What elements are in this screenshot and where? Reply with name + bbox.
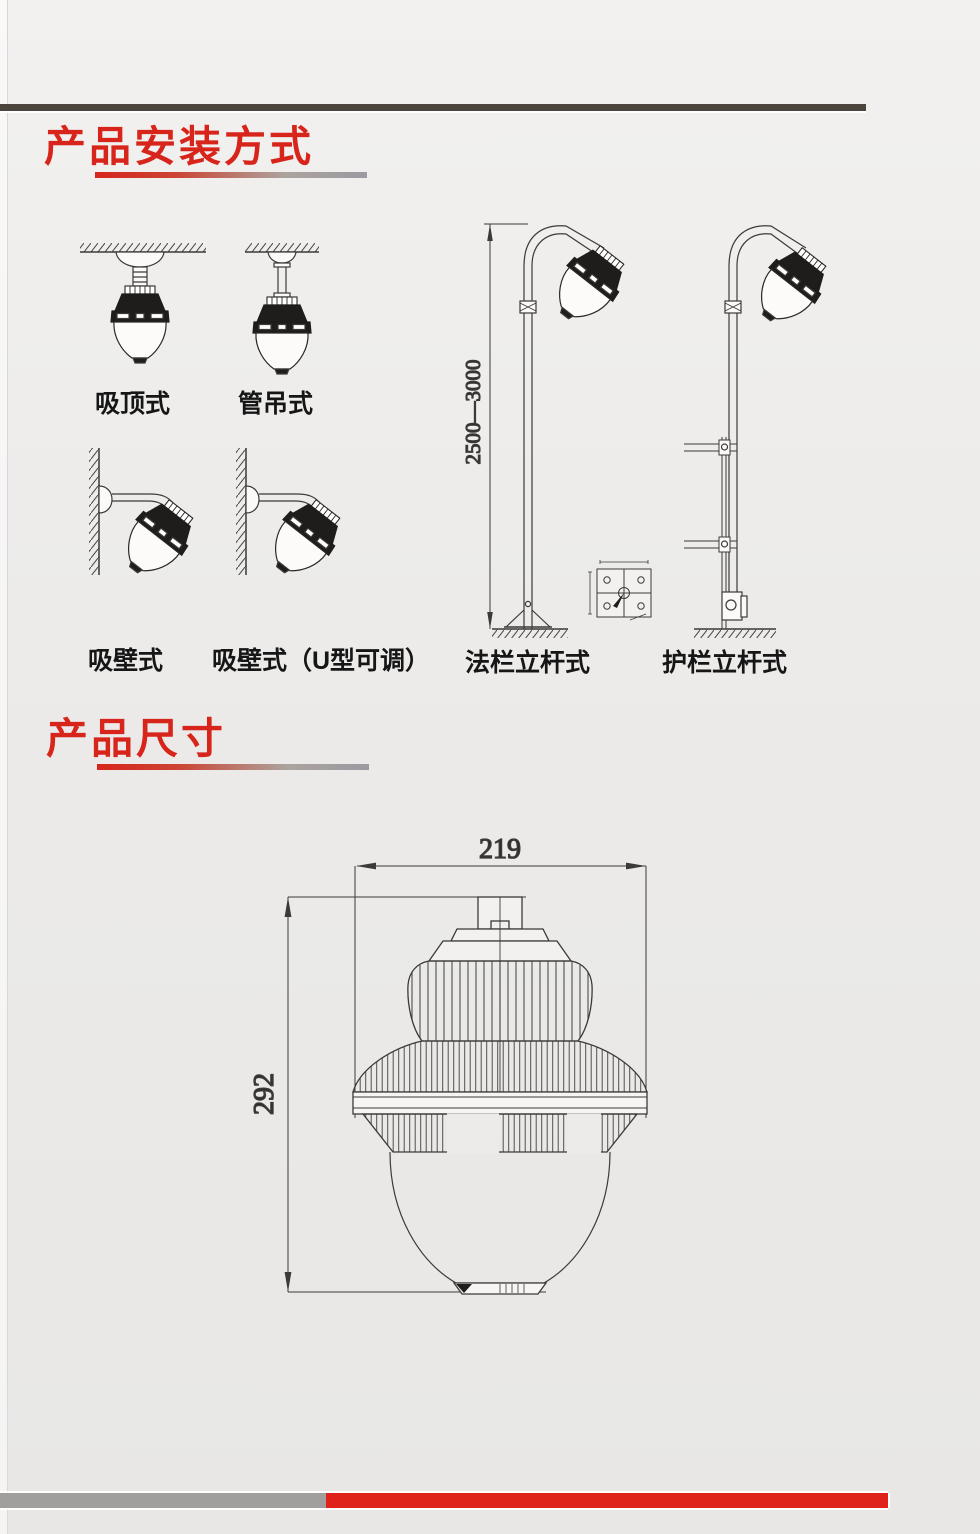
flange-pole-diagram: 2500—3000 <box>460 223 636 638</box>
ceiling-mount-diagram <box>80 243 206 364</box>
wall-mount-diagram <box>89 448 205 589</box>
dimensions-title-underline <box>97 764 369 770</box>
mount-label-pipe: 管吊式 <box>238 390 314 418</box>
flange-plate-detail <box>588 560 652 621</box>
mount-label-wall: 吸壁式 <box>88 647 164 675</box>
product-dimension-drawing: 219 292 <box>248 833 648 1295</box>
wall-mount-u-diagram <box>236 448 352 589</box>
bottom-bar-gray-segment <box>0 1493 326 1508</box>
top-divider-bar <box>0 104 866 111</box>
pole-height-dimension-label: 2500—3000 <box>461 360 485 465</box>
installation-title-underline <box>95 172 367 178</box>
mount-label-wall-u: 吸壁式（U型可调） <box>212 647 431 675</box>
pipe-mount-diagram <box>245 243 319 375</box>
guardrail-pole-diagram <box>684 225 838 638</box>
width-dimension-label: 219 <box>479 834 521 865</box>
height-dimension-label: 292 <box>249 1073 280 1115</box>
mount-label-flange-pole: 法栏立杆式 <box>465 649 591 677</box>
mount-label-guardrail-pole: 护栏立杆式 <box>662 649 788 677</box>
bottom-bar-red-segment <box>326 1493 888 1508</box>
installation-section-title: 产品安装方式 <box>44 123 315 170</box>
page-left-edge <box>0 0 8 1534</box>
mount-label-ceiling: 吸顶式 <box>95 390 171 418</box>
dimensions-section-title: 产品尺寸 <box>46 715 227 762</box>
